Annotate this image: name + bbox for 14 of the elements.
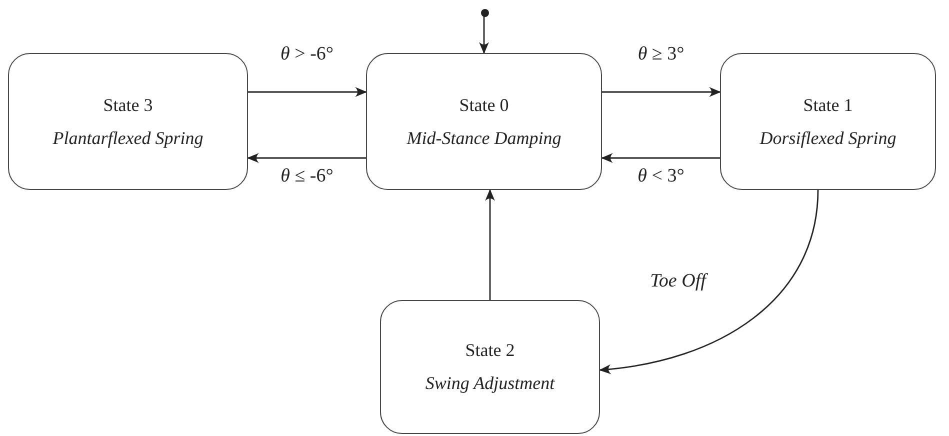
state-description: Mid-Stance Damping xyxy=(406,128,562,148)
state-name: State 2 xyxy=(465,340,515,361)
state-box xyxy=(366,53,602,190)
state-name: State 1 xyxy=(803,94,853,116)
state-description: Swing Adjustment xyxy=(425,373,555,394)
start-dot xyxy=(481,9,489,17)
edge-label: Toe Off xyxy=(648,272,708,292)
state-description: Dorsiflexed Spring xyxy=(760,128,896,148)
state-box xyxy=(720,53,936,190)
state-description: Plantarflexed Spring xyxy=(52,128,204,148)
state-name: State 0 xyxy=(459,94,509,116)
state-name: State 3 xyxy=(103,94,153,116)
state-box xyxy=(8,53,248,190)
state-box xyxy=(380,300,600,434)
